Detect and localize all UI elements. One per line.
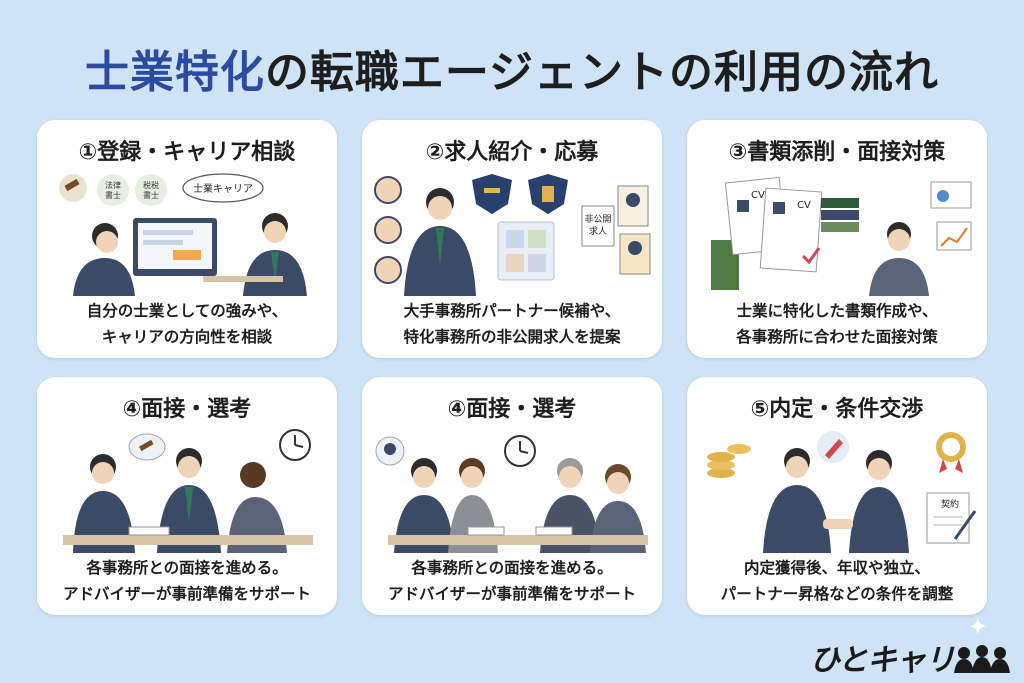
pen-icon: [953, 510, 977, 540]
svg-text:書士: 書士: [105, 190, 121, 200]
secret-job-card: [581, 205, 615, 247]
chart-icon: [930, 181, 972, 209]
brand-logo: ひとキャリ: [809, 643, 955, 678]
job-introduction-illustration: 非公開 求人: [374, 174, 651, 296]
speech-bubble: [182, 173, 264, 203]
bubble-text: 士業キャリア: [193, 182, 253, 195]
offer-negotiation-illustration: 契約: [707, 431, 977, 553]
cv-label: CV: [751, 190, 765, 201]
svg-text:求人: 求人: [589, 225, 607, 237]
title-accent: 士業特化: [84, 47, 265, 98]
step-title: ③書類添削・面接対策: [728, 140, 946, 165]
shield-icon: [472, 174, 512, 214]
badge-icon: [97, 174, 129, 206]
step-description: 内定獲得後、年収や独立、 パートナー昇格などの条件を調整: [720, 559, 954, 603]
people-icon: [954, 645, 1010, 673]
avatar-icon: [374, 176, 402, 204]
title-rest: の転職エージェントの利用の流れ: [264, 47, 940, 98]
step-description: 士業に特化した書類作成や、 各事務所に合わせた面接対策: [736, 302, 938, 346]
step-title: ⑤内定・条件交渉: [750, 397, 924, 422]
step-card-4: ④面接・選考 各事務所との面接を進める。 アドバイザーが事前準備をサポート: [37, 377, 337, 615]
interview-illustration: [63, 429, 313, 553]
svg-text:非公開: 非公開: [584, 213, 611, 225]
contract-document: [926, 492, 970, 544]
panel-interview-illustration: [375, 435, 648, 553]
step-card-5: ④面接・選考 各事務所との面接を進める。 アドバイザーが事前準備をサポート: [362, 377, 662, 615]
book-stack-icon: [821, 198, 859, 208]
step-card-6: ⑤内定・条件交渉 契約 内定獲得後、年収や独立、 パートナー昇格などの条件を調整: [687, 377, 987, 615]
svg-text:書士: 書士: [143, 190, 159, 200]
badge-label-2: 税税: [143, 180, 159, 190]
table: [63, 535, 313, 545]
person-icon: [240, 462, 266, 488]
step-description: 大手事務所パートナー候補や、 特化事務所の非公開求人を提案: [403, 302, 621, 346]
step-title: ①登録・キャリア相談: [78, 140, 296, 165]
coin-stack-icon: [707, 468, 735, 478]
badge-label-1: 法律: [105, 180, 121, 190]
step-title: ④面接・選考: [447, 397, 577, 422]
check-icon: [801, 247, 821, 265]
step-title: ④面接・選考: [122, 397, 252, 422]
step-card-3: ③書類添削・面接対策 CV CV 士業に特化した書類作成や、 各事務所に合わせた…: [687, 120, 987, 358]
gavel-icon: [59, 174, 87, 202]
step-description: 各事務所との面接を進める。 アドバイザーが事前準備をサポート: [387, 559, 636, 603]
step-card-2: ②求人紹介・応募 非公開 求人 大手事務所パートナー候補や、 特化事務所の非公開…: [362, 120, 662, 358]
step-title: ②求人紹介・応募: [425, 140, 599, 165]
avatar-icon: [374, 216, 402, 244]
step-description: 各事務所との面接を進める。 アドバイザーが事前準備をサポート: [62, 559, 311, 603]
sparkle-icon: ✦: [967, 613, 988, 641]
handshake: [823, 519, 853, 529]
document-review-illustration: CV CV: [711, 176, 972, 296]
contract-label: 契約: [941, 498, 959, 510]
page-title: 士業特化の転職エージェントの利用の流れ: [0, 36, 1024, 100]
gavel-icon: [138, 439, 154, 452]
step-description: 自分の士業としての強みや、 キャリアの方向性を相談: [86, 302, 288, 346]
svg-text:CV: CV: [797, 200, 811, 211]
consultation-illustration: 法律 書士 税税 書士 士業キャリア: [59, 173, 307, 296]
table: [388, 535, 648, 545]
step-card-1: ①登録・キャリア相談 法律 書士 税税 書士 士業キャリア 自分の士業としての強…: [37, 120, 337, 358]
avatar-icon: [374, 256, 402, 284]
badge-icon: [135, 174, 167, 206]
